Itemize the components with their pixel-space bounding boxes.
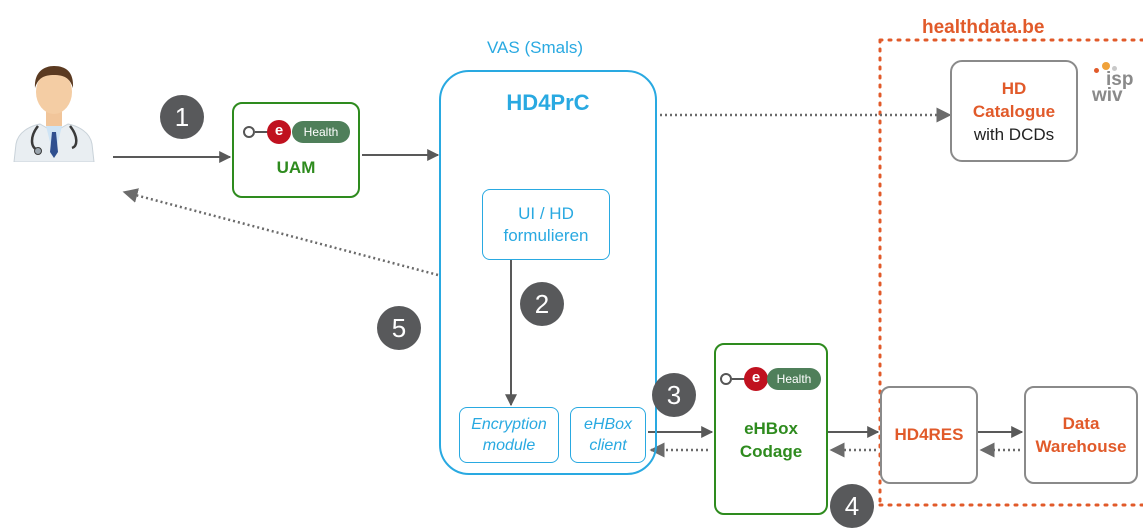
ui-hd-line1: UI / HD: [518, 203, 574, 223]
healthdata-label: healthdata.be: [922, 17, 1045, 38]
ui-hd-line2: formulieren: [503, 225, 589, 245]
isp-dots-icon: [1102, 62, 1110, 70]
encryption-module-box: Encryption module: [459, 407, 559, 463]
ehbox-codage-box: e Health eHBox Codage: [714, 343, 828, 515]
data-warehouse-line1: Data: [1062, 414, 1100, 433]
step-3-badge: 3: [652, 373, 696, 417]
ehbox-client-line1: eHBox: [583, 416, 633, 433]
ehealth-e-icon: e: [267, 120, 291, 144]
wiv-text: wiv: [1092, 85, 1123, 106]
isp-text: isp: [1106, 69, 1134, 90]
uam-label: UAM: [276, 158, 316, 177]
arrow-return-doctor: [122, 188, 439, 277]
ehealth-logo-codage: e Health: [719, 365, 823, 395]
encryption-line1: Encryption: [471, 416, 547, 433]
ehealth-word: Health: [292, 121, 350, 143]
hd-catalogue-line3: with DCDs: [973, 124, 1055, 144]
ehbox-client-line2: client: [589, 437, 627, 454]
encryption-line2: module: [482, 437, 536, 454]
uam-box: e Health UAM: [232, 102, 360, 198]
hd4res-box: HD4RES: [880, 386, 978, 484]
hd-catalogue-box: HD Catalogue with DCDs: [950, 60, 1078, 162]
hd-catalogue-line1: HD: [1001, 78, 1027, 98]
ehbox-codage-line2: Codage: [739, 442, 803, 461]
isp-wiv-logo: isp wiv: [1088, 62, 1140, 108]
data-warehouse-box: Data Warehouse: [1024, 386, 1138, 484]
vas-label: VAS (Smals): [486, 38, 584, 57]
step-5-badge: 5: [377, 306, 421, 350]
ehealth-e-icon: e: [744, 367, 768, 391]
data-warehouse-line2: Warehouse: [1035, 437, 1127, 456]
ehealth-ring-icon: [720, 373, 732, 385]
hd4prc-container: HD4PrC: [439, 70, 657, 475]
step-1-badge: 1: [160, 95, 204, 139]
hd4prc-title: HD4PrC: [506, 90, 590, 115]
step-4-badge: 4: [830, 484, 874, 528]
hd4res-label: HD4RES: [894, 425, 964, 444]
ehbox-client-box: eHBox client: [570, 407, 646, 463]
ehealth-ring-icon: [243, 126, 255, 138]
doctor-icon: [13, 66, 95, 162]
step-2-badge: 2: [520, 282, 564, 326]
hd-catalogue-line2: Catalogue: [972, 101, 1056, 121]
ehbox-codage-line1: eHBox: [744, 419, 798, 438]
ehealth-logo: e Health: [240, 118, 352, 148]
ui-hd-formulieren-box: UI / HD formulieren: [482, 189, 610, 260]
ehealth-word: Health: [767, 368, 821, 390]
